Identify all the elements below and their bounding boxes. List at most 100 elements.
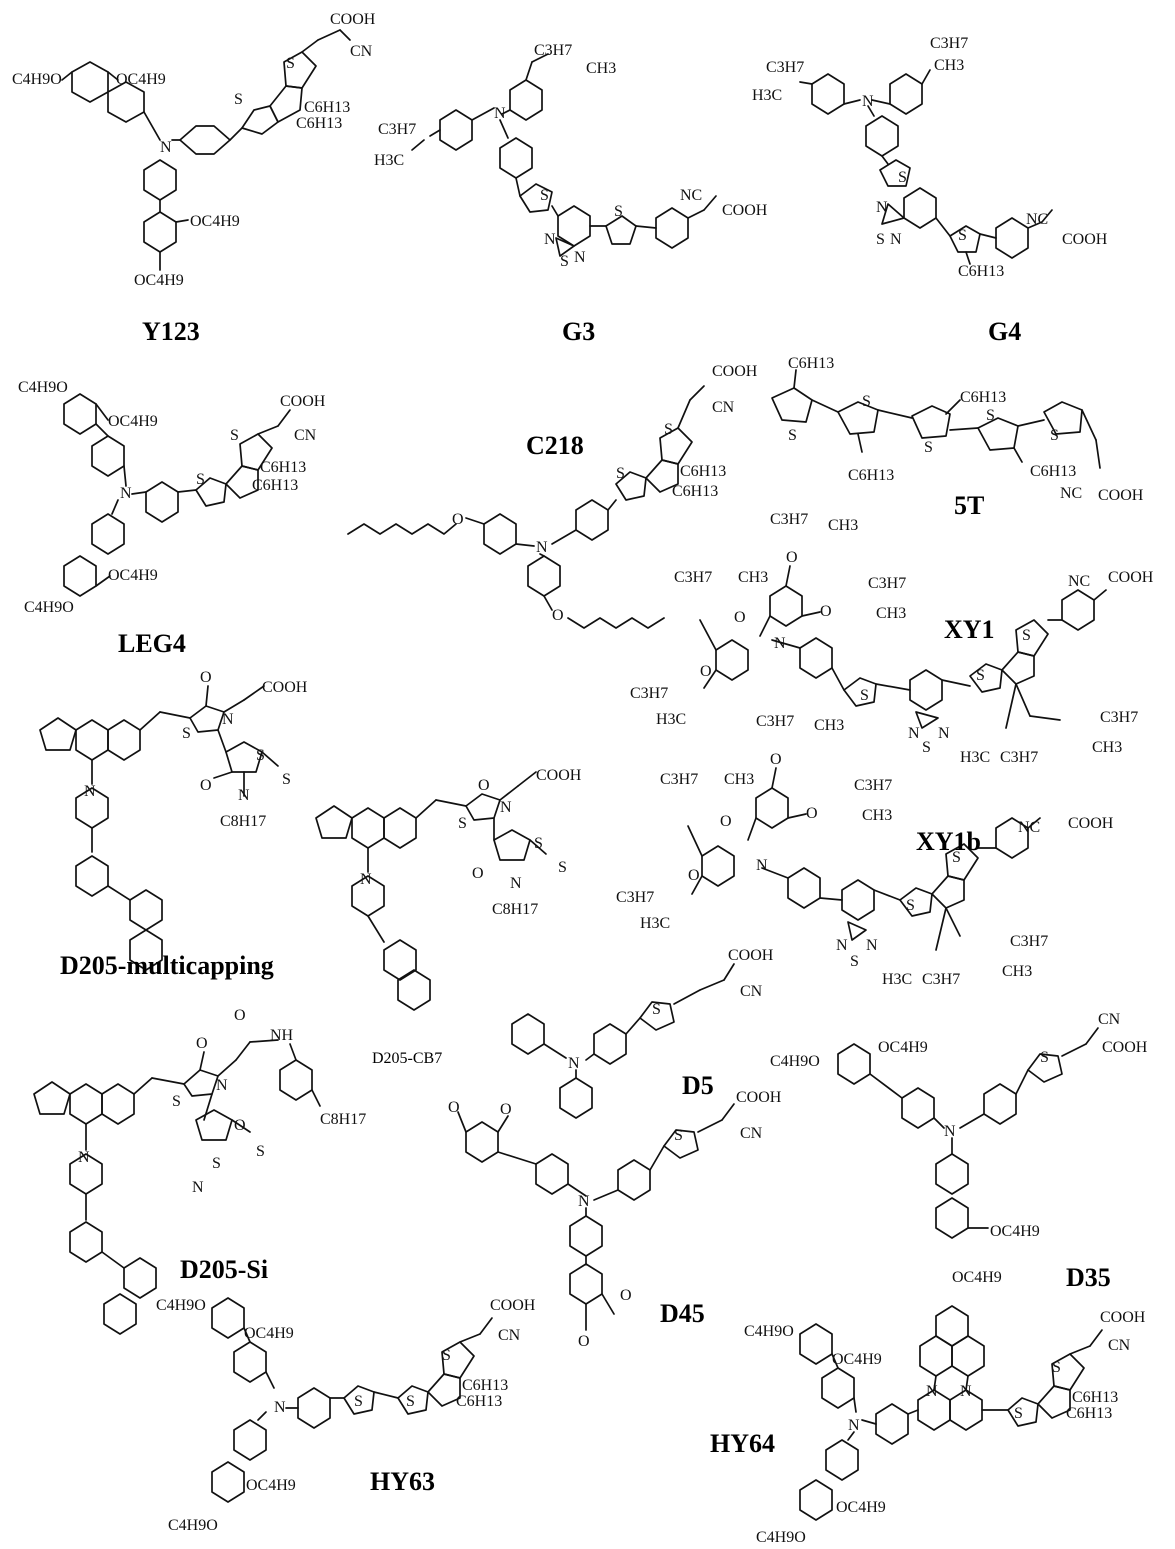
compound-label-d5: D5 — [682, 1071, 714, 1100]
atom-text: O — [200, 669, 212, 686]
atom-text: CH3 — [876, 605, 906, 622]
atom-text: NC — [680, 187, 702, 204]
structure-xy1: C3H7 CH3 C3H7 CH3 C3H7 CH3 C3H7 H3C O O … — [630, 511, 1154, 766]
compound-label-xy1b: XY1b — [916, 827, 981, 856]
atom-text: CH3 — [934, 57, 964, 74]
atom-text: CH3 — [738, 569, 768, 586]
atom-text: C6H13 — [260, 459, 306, 476]
atom-text: COOH — [736, 1089, 782, 1106]
atom-text: S — [256, 1143, 265, 1160]
atom-text: N — [866, 937, 878, 954]
compound-label-y123: Y123 — [142, 317, 200, 346]
atom-text: O — [578, 1333, 590, 1350]
atom-text: S — [1050, 427, 1059, 444]
structure-g3: C3H7 CH3 C3H7 H3C N S S N S N NC COOH — [374, 42, 768, 270]
atom-text: O — [448, 1099, 460, 1116]
compound-label-c218: C218 — [526, 431, 584, 460]
atom-text: CH3 — [828, 517, 858, 534]
atom-text: S — [616, 465, 625, 482]
atom-text: S — [958, 227, 967, 244]
atom-text: OC4H9 — [990, 1223, 1040, 1240]
atom-text: S — [906, 897, 915, 914]
atom-text: C3H7 — [630, 685, 668, 702]
atom-text: CH3 — [724, 771, 754, 788]
atom-text: O — [452, 511, 464, 528]
atom-text: S — [1040, 1049, 1049, 1066]
atom-text: CH3 — [586, 60, 616, 77]
structure-5t: C6H13 C6H13 C6H13 C6H13 S S S S S NC COO… — [771, 355, 1144, 504]
atom-text: S — [850, 953, 859, 970]
atom-text: S — [354, 1393, 363, 1410]
atom-text: S — [282, 771, 291, 788]
atom-text: S — [406, 1393, 415, 1410]
atom-text: C6H13 — [252, 477, 298, 494]
atom-text: S — [230, 427, 239, 444]
atom-text: S — [952, 849, 961, 866]
atom-text: C6H13 — [1066, 1405, 1112, 1422]
atom-text: N — [944, 1123, 956, 1140]
atom-text: C4H9O — [744, 1323, 794, 1340]
atom-text: COOH — [1068, 815, 1114, 832]
structure-d205-multicapping: N O COOH N S O S S N C8H17 — [39, 669, 308, 971]
atom-text: OC4H9 — [246, 1477, 296, 1494]
atom-text: C3H7 — [1000, 749, 1038, 766]
atom-text: C6H13 — [960, 389, 1006, 406]
atom-text: O — [478, 777, 490, 794]
atom-text: COOH — [1102, 1039, 1148, 1056]
atom-text: COOH — [1100, 1309, 1146, 1326]
compound-label-5t: 5T — [954, 491, 984, 520]
atom-text: CN — [740, 983, 763, 1000]
atom-text: O — [720, 813, 732, 830]
atom-text: O — [620, 1287, 632, 1304]
atom-text: C3H7 — [660, 771, 698, 788]
atom-text: C4H9O — [770, 1053, 820, 1070]
structure-y123: C4H9O OC4H9 OC4H9 OC4H9 N S S C6H13 C6H1… — [12, 11, 376, 289]
atom-text: N — [500, 799, 512, 816]
atom-text: C8H17 — [220, 813, 266, 830]
atom-text: OC4H9 — [108, 567, 158, 584]
atom-text: O — [820, 603, 832, 620]
atom-text: O — [234, 1117, 246, 1134]
atom-text: C3H7 — [674, 569, 712, 586]
atom-text: C3H7 — [616, 889, 654, 906]
atom-text: COOH — [1062, 231, 1108, 248]
atom-text: COOH — [280, 393, 326, 410]
atom-text: S — [286, 55, 295, 72]
atom-text: OC4H9 — [952, 1269, 1002, 1286]
atom-text: CH3 — [862, 807, 892, 824]
structure-d205-cb7: N O COOH N S O S S N C8H17 — [315, 767, 582, 1011]
atom-text: NC — [1060, 485, 1082, 502]
atom-text: C6H13 — [462, 1377, 508, 1394]
atom-text: NC — [1026, 211, 1048, 228]
atom-text: O — [734, 609, 746, 626]
atom-text: OC4H9 — [116, 71, 166, 88]
atom-text: H3C — [960, 749, 990, 766]
atom-text: C4H9O — [12, 71, 62, 88]
atom-text: S — [442, 1347, 451, 1364]
atom-text: C6H13 — [672, 483, 718, 500]
atom-text: S — [234, 91, 243, 108]
atom-text: N — [84, 783, 96, 800]
atom-text: C3H7 — [770, 511, 808, 528]
atom-text: OC4H9 — [108, 413, 158, 430]
atom-text: COOH — [1108, 569, 1154, 586]
atom-text: O — [472, 865, 484, 882]
atom-text: COOH — [1098, 487, 1144, 504]
atom-text: N — [756, 857, 768, 874]
atom-text: N — [120, 485, 132, 502]
atom-text: C4H9O — [756, 1529, 806, 1546]
atom-text: CH3 — [814, 717, 844, 734]
atom-text: CH3 — [1092, 739, 1122, 756]
atom-text: COOH — [536, 767, 582, 784]
atom-text: OC4H9 — [244, 1325, 294, 1342]
structure-d205-si: N O NH O N S O S S N C8H17 — [33, 1007, 366, 1335]
atom-text: S — [652, 1001, 661, 1018]
atom-text: S — [1022, 627, 1031, 644]
atom-text: H3C — [656, 711, 686, 728]
atom-text: C4H9O — [24, 599, 74, 616]
atom-text: C3H7 — [534, 42, 572, 59]
compound-label-d205-cb7: D205-CB7 — [372, 1050, 442, 1067]
structure-leg4: C4H9O OC4H9 OC4H9 C4H9O N S S C6H13 C6H1… — [18, 379, 326, 616]
atom-text: N — [876, 199, 888, 216]
atom-text: H3C — [882, 971, 912, 988]
